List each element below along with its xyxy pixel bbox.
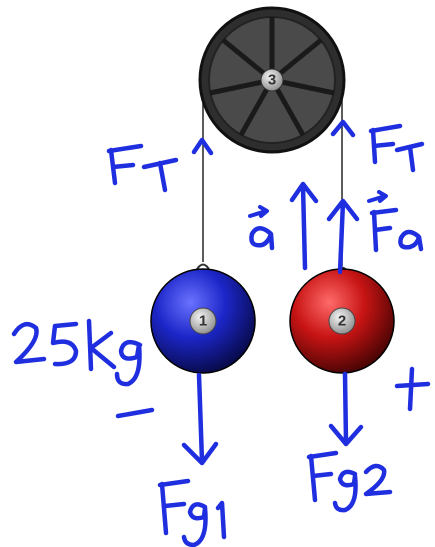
tension-label-left (106, 143, 179, 193)
acceleration-label (248, 205, 275, 251)
gravity-arrow-1 (181, 372, 219, 466)
tension-arrow-right (330, 119, 356, 138)
gravity-arrow-2 (328, 371, 364, 447)
gravity-label-2 (306, 450, 393, 513)
mass-value-label (11, 318, 143, 387)
pulley-label: 3 (268, 72, 276, 89)
pulley-wheel: 3 (198, 6, 346, 154)
gravity-label-1 (157, 478, 227, 547)
acceleration-arrow (289, 181, 319, 271)
mass-1-label: 1 (199, 313, 207, 330)
applied-force-arrow (326, 198, 360, 275)
mass-2: 2 (289, 266, 395, 374)
tension-label-right (368, 123, 425, 173)
mass-1: 1 (150, 263, 256, 374)
tension-arrow-left (191, 137, 214, 156)
applied-force-label (367, 190, 424, 253)
positive-sign (394, 366, 431, 412)
negative-sign (115, 407, 155, 419)
mass-2-label: 2 (338, 313, 346, 330)
